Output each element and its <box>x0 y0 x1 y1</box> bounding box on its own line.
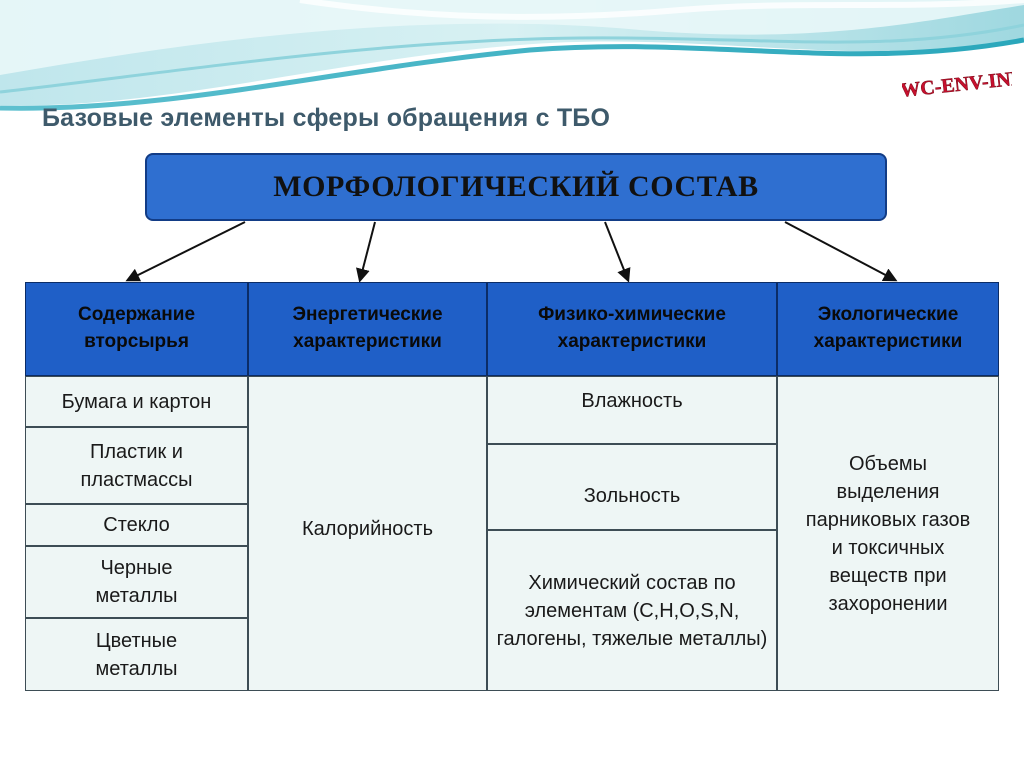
slide-title: Базовые элементы сферы обращения с ТБО <box>42 104 610 133</box>
cell-ferrous-metals: Черные металлы <box>25 546 248 618</box>
cell-nonferrous-metals: Цветные металлы <box>25 618 248 691</box>
cell-emissions: Объемы выделения парниковых газов и токс… <box>777 376 999 691</box>
cell-ash: Зольность <box>487 444 777 530</box>
header-ecology: Экологические характеристики <box>777 282 999 376</box>
cell-calorific: Калорийность <box>248 376 487 691</box>
morphological-composition-label: МОРФОЛОГИЧЕСКИЙ СОСТАВ <box>273 170 759 204</box>
cell-glass: Стекло <box>25 504 248 546</box>
arrow-to-energy <box>360 222 375 280</box>
header-secondary-raw: Содержание вторсырья <box>25 282 248 376</box>
arrow-to-secondary-raw <box>128 222 245 280</box>
svg-text:SWC-ENV-IND: SWC-ENV-IND <box>902 67 1012 100</box>
cell-humidity: Влажность <box>487 376 777 444</box>
cell-chemical: Химический состав по элементам (C,H,O,S,… <box>487 530 777 691</box>
cell-plastic: Пластик и пластмассы <box>25 427 248 504</box>
logo-icon: SWC-ENV-IND <box>902 66 1012 100</box>
header-energy: Энергетические характеристики <box>248 282 487 376</box>
arrow-to-physchem <box>605 222 628 280</box>
morphological-composition-box: МОРФОЛОГИЧЕСКИЙ СОСТАВ <box>145 153 887 221</box>
arrow-to-ecology <box>785 222 895 280</box>
header-physchem: Физико-химические характеристики <box>487 282 777 376</box>
cell-paper: Бумага и картон <box>25 376 248 427</box>
